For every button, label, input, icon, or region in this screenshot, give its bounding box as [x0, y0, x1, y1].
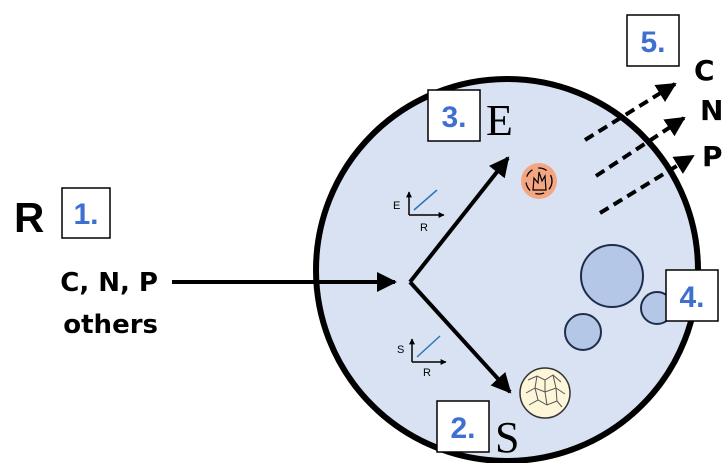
output-arrow-p [598, 154, 695, 215]
energy-label: E [486, 96, 513, 145]
number-box-3: 3. [427, 89, 481, 142]
output-arrow-n [594, 116, 686, 178]
vesicle-large [580, 244, 644, 308]
storage-label: S [495, 413, 519, 462]
storage-granule [519, 367, 571, 419]
energy-organelle [521, 163, 557, 199]
inset-e-xlabel: R [420, 222, 428, 234]
number-4: 4. [679, 281, 704, 314]
inset-s-vs-r: S R [397, 335, 447, 379]
resource-label: R [14, 194, 44, 241]
number-3: 3. [441, 101, 466, 134]
output-flux-n: N [700, 94, 723, 127]
input-elements-line2: others [63, 310, 158, 340]
inset-s-xlabel: R [423, 367, 431, 379]
number-2: 2. [450, 412, 475, 445]
output-flux-p: P [702, 140, 723, 173]
number-box-2: 2. [436, 400, 490, 453]
output-flux-c: C [694, 54, 715, 87]
number-box-5: 5. [626, 14, 680, 67]
storage-arrow [408, 280, 512, 394]
output-arrow-c [583, 82, 677, 142]
input-elements-line1: C, N, P [60, 268, 158, 298]
vesicle-medium [564, 313, 602, 351]
number-box-1: 1. [61, 187, 111, 239]
energy-arrow [408, 156, 510, 284]
inset-e-ylabel: E [393, 200, 400, 212]
number-1: 1. [73, 198, 98, 231]
inset-s-ylabel: S [397, 344, 404, 356]
number-5: 5. [640, 26, 665, 59]
inset-e-vs-r: E R [393, 189, 445, 234]
number-box-4: 4. [665, 269, 719, 322]
